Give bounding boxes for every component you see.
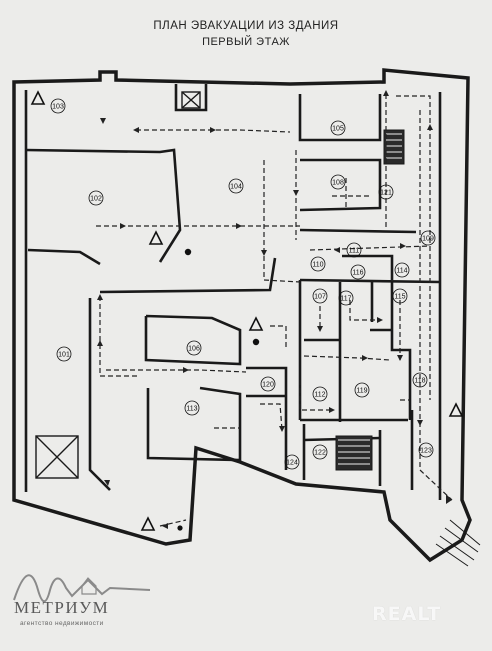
svg-text:109: 109 bbox=[422, 236, 434, 243]
plan-subtitle: ПЕРВЫЙ ЭТАЖ bbox=[202, 36, 290, 48]
you-are-here-markers bbox=[30, 90, 464, 531]
walls bbox=[12, 68, 472, 563]
room-labels: 103 102 104 105 108 121 109 111 110 116 … bbox=[50, 98, 436, 470]
metrium-logo-icon bbox=[13, 574, 151, 603]
room-119: 119 bbox=[354, 382, 370, 398]
room-110: 110 bbox=[310, 256, 326, 272]
plan-title: ПЛАН ЭВАКУАЦИИ ИЗ ЗДАНИЯ bbox=[153, 20, 339, 32]
svg-text:117: 117 bbox=[340, 296, 351, 303]
room-115: 115 bbox=[392, 288, 408, 304]
svg-text:119: 119 bbox=[356, 388, 367, 395]
svg-text:112: 112 bbox=[314, 392, 325, 399]
room-114: 114 bbox=[394, 262, 410, 278]
room-123: 123 bbox=[418, 442, 434, 458]
svg-text:116: 116 bbox=[352, 270, 363, 277]
room-113: 113 bbox=[184, 400, 200, 416]
svg-text:105: 105 bbox=[332, 126, 344, 133]
svg-text:124: 124 bbox=[286, 460, 298, 467]
route-arrows bbox=[97, 90, 452, 529]
room-112: 112 bbox=[312, 386, 328, 402]
svg-text:107: 107 bbox=[314, 294, 326, 301]
svg-text:106: 106 bbox=[188, 346, 200, 353]
realt-watermark: REALT bbox=[372, 603, 442, 625]
svg-text:101: 101 bbox=[58, 352, 70, 359]
room-107: 107 bbox=[312, 288, 328, 304]
fire-extinguisher-icons bbox=[177, 248, 260, 531]
room-103: 103 bbox=[50, 98, 66, 114]
svg-text:103: 103 bbox=[52, 104, 64, 111]
svg-text:118: 118 bbox=[414, 378, 425, 385]
room-105: 105 bbox=[330, 120, 346, 136]
room-106: 106 bbox=[186, 340, 202, 356]
svg-text:108: 108 bbox=[332, 180, 344, 187]
room-101: 101 bbox=[56, 346, 72, 362]
logo-name: МЕТРИУМ bbox=[14, 598, 110, 617]
svg-text:123: 123 bbox=[420, 448, 432, 455]
room-102: 102 bbox=[88, 190, 104, 206]
svg-text:120: 120 bbox=[262, 382, 274, 389]
room-109: 109 bbox=[420, 230, 436, 246]
svg-text:122: 122 bbox=[314, 450, 326, 457]
svg-text:110: 110 bbox=[312, 262, 323, 269]
lift-boxes bbox=[35, 91, 201, 479]
svg-text:111: 111 bbox=[349, 248, 360, 255]
logo-subtitle: агентство недвижимости bbox=[20, 620, 104, 627]
room-104: 104 bbox=[228, 178, 244, 194]
room-120: 120 bbox=[260, 376, 276, 392]
svg-text:113: 113 bbox=[186, 406, 197, 413]
room-117: 117 bbox=[338, 290, 354, 306]
room-108: 108 bbox=[330, 174, 346, 190]
svg-text:115: 115 bbox=[394, 294, 405, 301]
svg-text:114: 114 bbox=[396, 268, 407, 275]
svg-text:104: 104 bbox=[230, 184, 242, 191]
stairs bbox=[335, 129, 481, 567]
room-116: 116 bbox=[350, 264, 366, 280]
room-124: 124 bbox=[284, 454, 300, 470]
svg-text:102: 102 bbox=[90, 196, 102, 203]
svg-text:121: 121 bbox=[380, 190, 392, 197]
inner-walls bbox=[24, 84, 442, 500]
room-111: 111 bbox=[346, 242, 362, 258]
room-118: 118 bbox=[412, 372, 428, 388]
room-122: 122 bbox=[312, 444, 328, 460]
room-121: 121 bbox=[378, 184, 394, 200]
